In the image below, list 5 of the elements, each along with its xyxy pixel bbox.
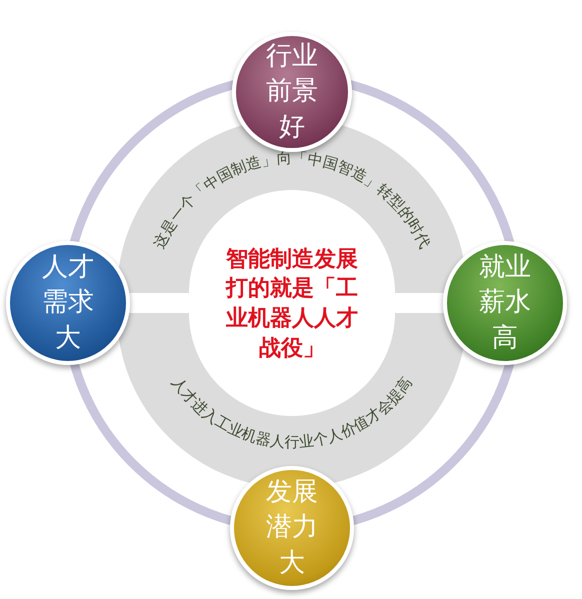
topic-text: 人才需求大 xyxy=(41,251,95,355)
topic-text: 就业薪水高 xyxy=(478,251,532,355)
topic-text: 发展潜力大 xyxy=(265,476,319,580)
topic-text: 行业前景好 xyxy=(265,40,319,144)
arc-text: 人才进入工业机器人行业个人价值才会提高 xyxy=(168,374,416,451)
